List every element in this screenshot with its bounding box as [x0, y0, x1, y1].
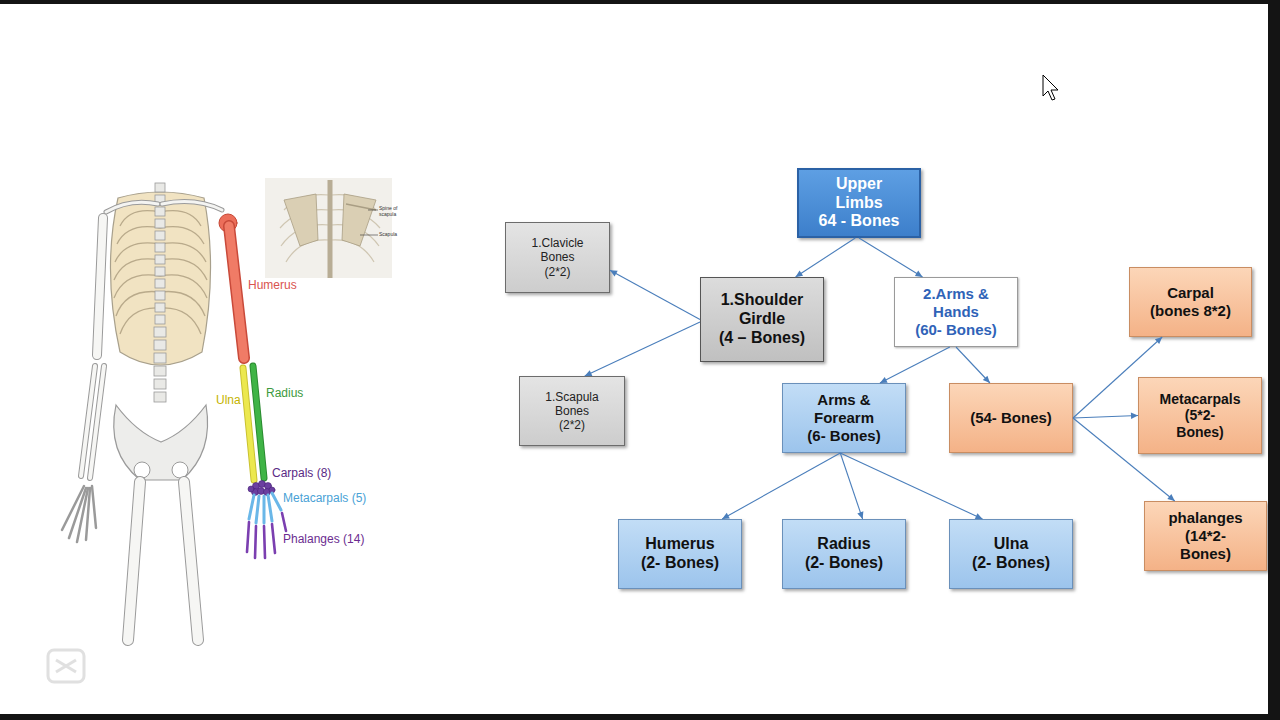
connector-line — [610, 270, 700, 319]
bone-box: Ulna(2- Bones) — [949, 519, 1073, 589]
arrow-head — [983, 376, 990, 383]
group-box: Arms & Forearm(6- Bones) — [782, 383, 906, 453]
arrow-head — [610, 270, 618, 276]
box-title: (54- Bones) — [970, 409, 1052, 427]
part-label: Radius — [266, 387, 303, 400]
part-label: Carpals (8) — [272, 467, 331, 480]
connector-line — [795, 238, 855, 277]
bone-count: (2- Bones) — [972, 554, 1050, 573]
box-title: 1.Scapula Bones — [536, 390, 608, 418]
box-title: Metacarpals — [1160, 391, 1241, 408]
bone-count: (2*2) — [544, 265, 570, 279]
part-label: Humerus — [248, 279, 297, 292]
box-title: 1.Clavicle Bones — [522, 236, 594, 264]
bone-box: Radius(2- Bones) — [782, 519, 906, 589]
bone-box: 1.Clavicle Bones(2*2) — [505, 222, 610, 293]
box-title: Radius — [817, 535, 870, 554]
connector-line — [880, 347, 950, 383]
connector-arrow — [585, 322, 700, 376]
screen-border — [0, 0, 1280, 4]
screen-border — [1268, 0, 1280, 720]
connector-line — [585, 322, 700, 376]
box-title: Humerus — [645, 535, 714, 554]
box-title: Arms & Forearm — [804, 391, 884, 426]
connector-arrow — [840, 453, 863, 519]
connector-arrow — [1073, 413, 1138, 419]
part-label: Spine of scapula — [379, 206, 401, 217]
bone-count: (14*2- Bones) — [1173, 527, 1239, 562]
part-label: Scapula — [379, 232, 397, 238]
bone-count: (2- Bones) — [805, 554, 883, 573]
connector-arrow — [795, 238, 855, 277]
box-title: 2.Arms & Hands — [910, 285, 1002, 320]
bone-box: Humerus(2- Bones) — [618, 519, 742, 589]
bone-count: (2*2) — [559, 418, 585, 432]
group-box: 2.Arms & Hands(60- Bones) — [894, 277, 1018, 347]
root-box: Upper Limbs64 - Bones — [797, 168, 921, 238]
part-label: Phalanges (14) — [283, 533, 364, 546]
bone-count: (4 – Bones) — [719, 329, 805, 348]
connector-arrow — [610, 270, 700, 319]
connector-arrow — [956, 347, 990, 383]
box-title: Ulna — [994, 535, 1029, 554]
arrow-head — [1167, 494, 1174, 501]
arrow-head — [857, 511, 863, 519]
group-box: (54- Bones) — [949, 383, 1073, 453]
bone-count: (2- Bones) — [641, 554, 719, 573]
group-box: 1.Shoulder Girdle(4 – Bones) — [700, 277, 824, 362]
box-title: phalanges — [1168, 509, 1242, 527]
connector-line — [722, 453, 840, 519]
connector-line — [840, 453, 862, 519]
box-title: Carpal — [1167, 284, 1214, 302]
bone-box: phalanges(14*2- Bones) — [1144, 501, 1267, 571]
connector-line — [956, 347, 990, 383]
bone-box: 1.Scapula Bones(2*2) — [519, 376, 625, 446]
connector-arrow — [880, 347, 950, 383]
connector-arrow — [840, 453, 982, 519]
connector-line — [840, 453, 982, 519]
bone-count: (60- Bones) — [915, 321, 997, 339]
bone-count: 64 - Bones — [819, 212, 900, 231]
connector-arrow — [859, 238, 923, 277]
connector-line — [1073, 416, 1138, 419]
part-label: Metacarpals (5) — [283, 492, 366, 505]
arrow-head — [1155, 337, 1162, 344]
arrow-head — [1131, 413, 1138, 419]
connector-arrow — [722, 453, 840, 519]
bone-box: Carpal(bones 8*2) — [1129, 267, 1252, 337]
bone-count: (6- Bones) — [807, 427, 880, 445]
screen-border — [0, 714, 1280, 720]
box-title: 1.Shoulder Girdle — [712, 291, 812, 329]
connector-line — [859, 238, 923, 277]
bone-box: Metacarpals(5*2- Bones) — [1138, 377, 1262, 454]
bone-count: (bones 8*2) — [1150, 302, 1231, 320]
part-label: Ulna — [216, 394, 241, 407]
box-title: Upper Limbs — [828, 175, 890, 213]
bone-count: (5*2- Bones) — [1169, 407, 1231, 440]
